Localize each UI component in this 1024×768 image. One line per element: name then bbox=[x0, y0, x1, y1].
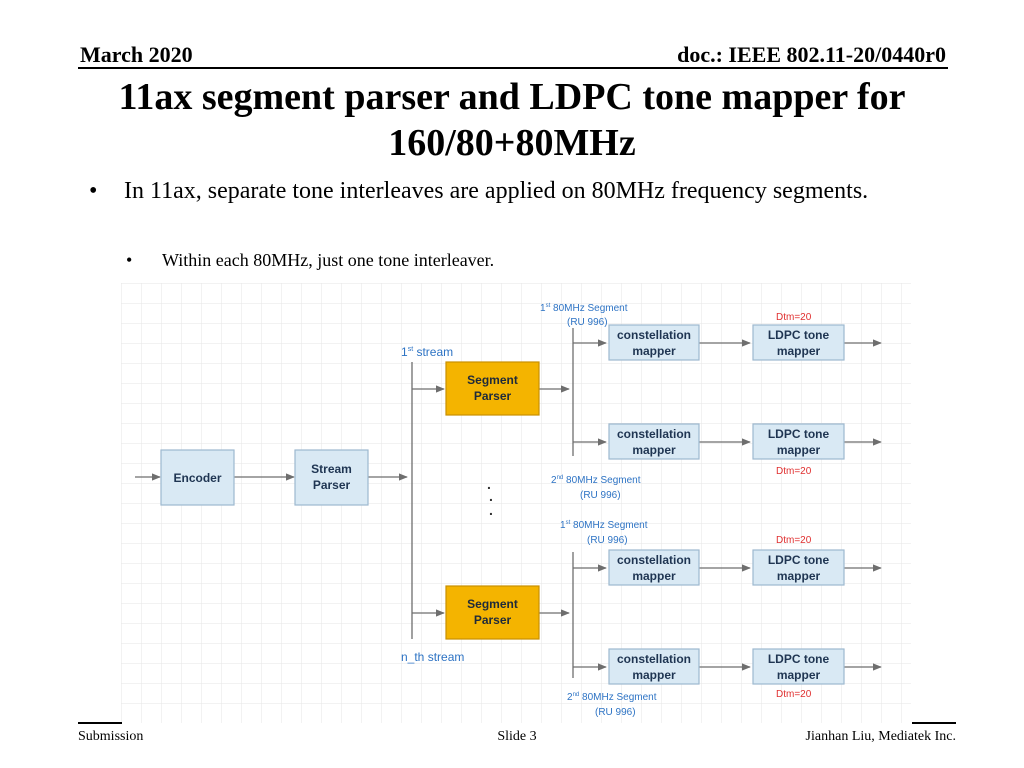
slide-title: 11ax segment parser and LDPC tone mapper… bbox=[60, 74, 964, 166]
svg-text:mapper: mapper bbox=[777, 668, 821, 682]
segment-2-label-top: 2nd 80MHz Segment bbox=[551, 475, 641, 486]
svg-text:LDPC tone: LDPC tone bbox=[768, 652, 830, 666]
segment-parser-label-2: Parser bbox=[474, 613, 512, 627]
svg-text:mapper: mapper bbox=[632, 569, 676, 583]
svg-text:constellation: constellation bbox=[617, 652, 691, 666]
encoder-label: Encoder bbox=[173, 471, 221, 485]
sub-bullet-text: Within each 80MHz, just one tone interle… bbox=[162, 250, 495, 270]
svg-text:mapper: mapper bbox=[777, 443, 821, 457]
header-rule bbox=[78, 67, 948, 69]
segment-1-label-bottom: 1st 80MHz Segment bbox=[560, 520, 648, 531]
svg-text:LDPC tone: LDPC tone bbox=[768, 553, 830, 567]
ellipsis-dot-1: . bbox=[487, 476, 491, 492]
connectors bbox=[135, 328, 882, 678]
svg-text:mapper: mapper bbox=[632, 668, 676, 682]
ldpc-tone-mapper-4: LDPC tone mapper bbox=[752, 648, 845, 685]
segment-parser-label-1: Segment bbox=[467, 373, 518, 387]
constellation-mapper-3: constellation mapper bbox=[608, 549, 700, 586]
svg-text:mapper: mapper bbox=[777, 344, 821, 358]
segment-1-ru-bottom: (RU 996) bbox=[587, 535, 628, 546]
stream-parser-label-2: Parser bbox=[313, 478, 351, 492]
constellation-mapper-2: constellation mapper bbox=[608, 423, 700, 460]
segment-1-ru-top: (RU 996) bbox=[567, 317, 608, 328]
dtm-label-4: Dtm=20 bbox=[776, 689, 812, 700]
segment-1-label-top: 1st 80MHz Segment bbox=[540, 303, 628, 314]
first-stream-label: 1st stream bbox=[401, 345, 453, 359]
segment-parser-block-n: Segment Parser bbox=[445, 585, 540, 640]
svg-text:constellation: constellation bbox=[617, 553, 691, 567]
constellation-mapper-4: constellation mapper bbox=[608, 648, 700, 685]
footer-author: Jianhan Liu, Mediatek Inc. bbox=[805, 729, 956, 744]
ellipsis-dot-3: . bbox=[489, 502, 493, 518]
segment-parser-diagram: Encoder Stream Parser Segment Parser Seg… bbox=[121, 283, 911, 723]
segment-2-label-bottom: 2nd 80MHz Segment bbox=[567, 692, 657, 703]
nth-stream-label: n_th stream bbox=[401, 650, 464, 664]
dtm-label-3: Dtm=20 bbox=[776, 535, 812, 546]
footer-submission: Submission bbox=[78, 729, 144, 744]
segment-parser-label-2: Parser bbox=[474, 389, 512, 403]
svg-text:constellation: constellation bbox=[617, 328, 691, 342]
segment-parser-block-1: Segment Parser bbox=[445, 361, 540, 416]
title-line-1: 11ax segment parser and LDPC tone mapper… bbox=[118, 76, 906, 118]
ellipsis-dot-2: . bbox=[489, 488, 493, 504]
bullet-marker: • bbox=[89, 178, 98, 204]
stream-parser-label-1: Stream bbox=[311, 462, 352, 476]
sub-bullet-marker: • bbox=[126, 250, 133, 270]
segment-parser-label-1: Segment bbox=[467, 597, 518, 611]
dtm-label-2: Dtm=20 bbox=[776, 466, 812, 477]
svg-text:constellation: constellation bbox=[617, 427, 691, 441]
constellation-mapper-1: constellation mapper bbox=[608, 324, 700, 361]
svg-text:mapper: mapper bbox=[632, 443, 676, 457]
segment-2-ru-top: (RU 996) bbox=[580, 490, 621, 501]
bullet-main-text: In 11ax, separate tone interleaves are a… bbox=[124, 178, 869, 204]
ldpc-tone-mapper-2: LDPC tone mapper bbox=[752, 423, 845, 460]
encoder-block: Encoder bbox=[160, 449, 235, 506]
dtm-label-1: Dtm=20 bbox=[776, 312, 812, 323]
title-line-2: 160/80+80MHz bbox=[388, 122, 636, 164]
svg-text:LDPC tone: LDPC tone bbox=[768, 427, 830, 441]
ldpc-tone-mapper-1: LDPC tone mapper bbox=[752, 324, 845, 361]
ldpc-tone-mapper-3: LDPC tone mapper bbox=[752, 549, 845, 586]
header-date: March 2020 bbox=[80, 42, 193, 67]
footer-rule-right bbox=[912, 722, 956, 724]
footer-rule-left bbox=[78, 722, 122, 724]
footer-slide-number: Slide 3 bbox=[497, 729, 537, 744]
svg-text:LDPC tone: LDPC tone bbox=[768, 328, 830, 342]
svg-text:mapper: mapper bbox=[632, 344, 676, 358]
svg-text:mapper: mapper bbox=[777, 569, 821, 583]
header-doc-id: doc.: IEEE 802.11-20/0440r0 bbox=[677, 42, 946, 67]
segment-2-ru-bottom: (RU 996) bbox=[595, 707, 636, 718]
stream-parser-block: Stream Parser bbox=[294, 449, 369, 506]
